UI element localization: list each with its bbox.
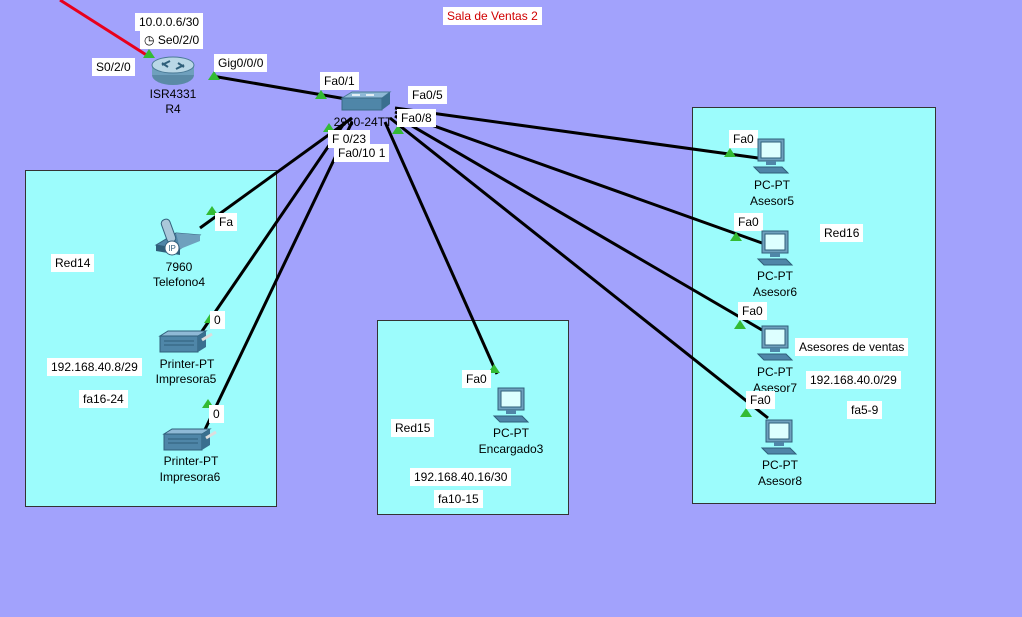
switch-port-other-label: F 0/23 (328, 130, 371, 148)
switch-icon[interactable] (338, 90, 392, 114)
port-indicator (323, 123, 335, 132)
asesor8-port-label: Fa0 (746, 391, 775, 409)
port-indicators (143, 49, 752, 417)
port-indicator (208, 71, 220, 80)
printer6-model: Printer-PT (163, 454, 219, 468)
diagram-title: Sala de Ventas 2 (443, 7, 542, 25)
asesor8-name: Asesor8 (757, 474, 803, 488)
printer5-model: Printer-PT (159, 357, 215, 371)
pc-icon[interactable] (760, 418, 800, 458)
link-impresora6[interactable] (198, 121, 354, 441)
red16-zone (692, 107, 936, 504)
switch-port10-suffix: 1 (378, 146, 386, 160)
red16-name: Red16 (820, 224, 864, 242)
port-indicator (315, 90, 327, 99)
switch-port-other-a: F (332, 132, 340, 146)
phone-port-label: Fa (215, 213, 238, 231)
asesor6-model: PC-PT (757, 269, 793, 283)
link-asesor8[interactable] (389, 116, 769, 420)
printer6-port-label: 0 (209, 405, 224, 423)
red15-ports: fa10-15 (434, 490, 483, 508)
link-asesor7[interactable] (394, 114, 763, 332)
asesor5-name: Asesor5 (749, 194, 795, 208)
router-serial-label: S0/2/0 (92, 58, 135, 76)
svg-text:IP: IP (168, 244, 176, 253)
port-indicator (730, 232, 742, 241)
port-indicator (392, 125, 404, 134)
red15-name: Red15 (391, 419, 435, 437)
printer-icon[interactable] (158, 328, 214, 356)
asesor8-model: PC-PT (762, 458, 798, 472)
port-indicator (740, 408, 752, 417)
red16-description: Asesores de ventas (795, 338, 909, 356)
red14-name: Red14 (51, 254, 95, 272)
port-indicator (724, 148, 736, 157)
switch-port10-label: Fa0/10 1 (334, 144, 390, 162)
switch-links (194, 106, 769, 441)
printer5-name: Impresora5 (155, 372, 217, 386)
phone-name: Telefono4 (152, 275, 206, 289)
router-ip-label: 10.0.0.6/30 (135, 13, 204, 31)
ip-phone-icon[interactable]: IP (152, 215, 204, 259)
red14-ports: fa16-24 (79, 390, 128, 408)
pc-icon[interactable] (752, 137, 792, 177)
asesor5-port-label: Fa0 (729, 130, 758, 148)
router-gig-port-label: Gig0/0/0 (214, 54, 268, 72)
link-asesor6[interactable] (394, 110, 763, 245)
asesor5-model: PC-PT (754, 178, 790, 192)
link-encargado3[interactable] (383, 121, 499, 375)
switch-port10-text: Fa0/10 (338, 146, 376, 160)
encargado3-name: Encargado3 (478, 442, 544, 456)
router-switch-link[interactable] (211, 74, 353, 102)
printer-icon[interactable] (162, 426, 218, 454)
asesor7-model: PC-PT (757, 365, 793, 379)
switch-port8-label: Fa0/8 (397, 109, 436, 127)
red14-subnet: 192.168.40.8/29 (47, 358, 142, 376)
port-indicator (143, 49, 155, 58)
link-telefono4[interactable] (199, 116, 353, 230)
router-icon[interactable] (150, 55, 196, 87)
encargado3-port-label: Fa0 (462, 370, 491, 388)
asesor7-port-label: Fa0 (738, 302, 767, 320)
encargado3-model: PC-PT (493, 426, 529, 440)
printer5-port-label: 0 (210, 311, 225, 329)
pc-icon[interactable] (492, 386, 532, 426)
clock-icon: ◷ (144, 33, 155, 47)
switch-port-other-b: 0/23 (342, 132, 367, 146)
switch-port5-label: Fa0/5 (408, 86, 447, 104)
red16-subnet: 192.168.40.0/29 (806, 371, 901, 389)
port-indicator (206, 206, 218, 215)
port-indicator (488, 364, 500, 373)
asesor6-name: Asesor6 (752, 285, 798, 299)
printer6-name: Impresora6 (159, 470, 221, 484)
switch-uplink-port-label: Fa0/1 (320, 72, 359, 90)
router-serial-port-label: ◷ Se0/2/0 (140, 31, 204, 49)
port-indicator (734, 320, 746, 329)
asesor6-port-label: Fa0 (734, 213, 763, 231)
pc-icon[interactable] (756, 229, 796, 269)
red15-subnet: 192.168.40.16/30 (410, 468, 512, 486)
router-name: R4 (165, 102, 181, 116)
serial-link[interactable] (59, 0, 149, 58)
router-model: ISR4331 (149, 87, 197, 101)
link-impresora5[interactable] (194, 121, 347, 341)
pc-icon[interactable] (756, 324, 796, 364)
serial-port-text: Se0/2/0 (157, 33, 200, 47)
red16-ports: fa5-9 (847, 401, 883, 419)
switch-model: 2960-24TT (333, 115, 393, 129)
phone-model: 7960 (165, 260, 193, 274)
link-asesor5[interactable] (394, 106, 759, 160)
